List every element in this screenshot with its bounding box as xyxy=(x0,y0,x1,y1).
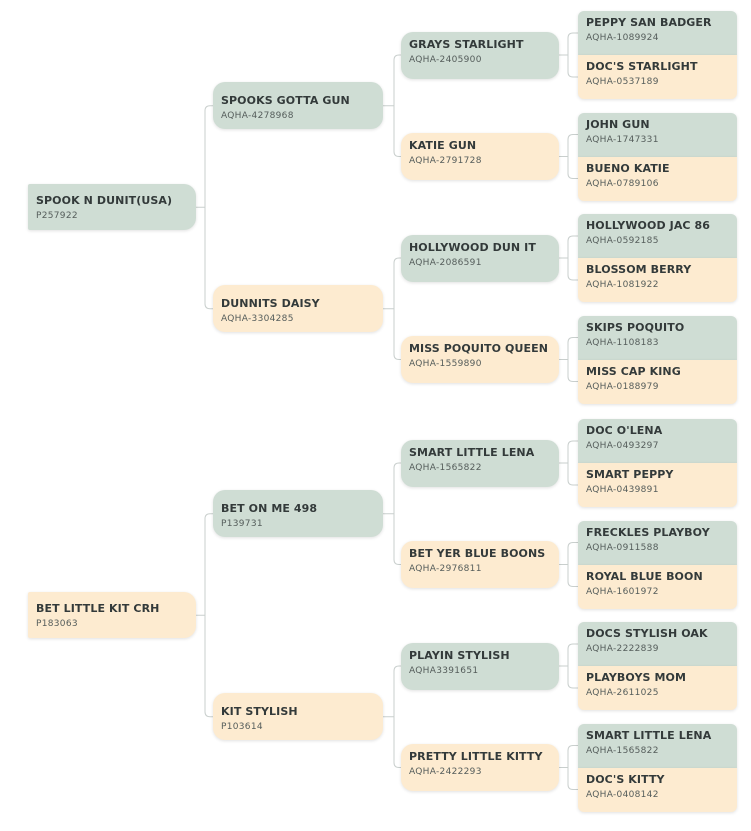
horse-name: DOCS STYLISH OAK xyxy=(586,627,708,640)
parent-sire[interactable]: SPOOKS GOTTA GUN AQHA-4278968 xyxy=(213,82,383,130)
horse-name: KATIE GUN xyxy=(409,139,477,152)
horse-name: ROYAL BLUE BOON xyxy=(586,569,703,583)
horse-name: SPOOK N DUNIT(USA) xyxy=(36,194,173,208)
ancestor-gen4-sire[interactable]: SMART LITTLE LENA AQHA-1565822 xyxy=(578,723,737,768)
horse-name: JOHN GUN xyxy=(586,117,650,131)
registration-number: P183063 xyxy=(36,619,78,630)
horse-name: MISS CAP KING xyxy=(586,364,681,378)
registration-number: AQHA-0537189 xyxy=(586,77,659,87)
ancestor-gen3-sire[interactable]: PLAYIN STYLISH AQHA3391651 xyxy=(401,642,559,690)
registration-number: AQHA-1559890 xyxy=(409,359,482,369)
registration-number: AQHA-0188979 xyxy=(586,381,659,392)
horse-name: KIT STYLISH xyxy=(221,705,298,719)
ancestor-gen3-sire[interactable]: GRAYS STARLIGHT AQHA-2405900 xyxy=(401,31,559,79)
ancestor-gen4-sire[interactable]: DOC O'LENA AQHA-0493297 xyxy=(578,419,737,463)
registration-number: AQHA-2611025 xyxy=(586,688,659,698)
horse-name: HOLLYWOOD JAC 86 xyxy=(586,219,711,232)
ancestor-gen4-sire[interactable]: DOCS STYLISH OAK AQHA-2222839 xyxy=(578,622,737,666)
registration-number: AQHA-1601972 xyxy=(586,586,659,597)
horse-name: HOLLYWOOD DUN IT xyxy=(409,240,536,254)
ancestor-gen4-dam[interactable]: BUENO KATIE AQHA-0789106 xyxy=(578,156,737,201)
horse-name: DOC O'LENA xyxy=(586,424,663,437)
ancestor-gen3-dam[interactable]: BET YER BLUE BOONS AQHA-2976811 xyxy=(401,541,559,588)
horse-name: SMART PEPPY xyxy=(586,468,674,481)
horse-name: SKIPS POQUITO xyxy=(586,320,685,334)
horse-name: FRECKLES PLAYBOY xyxy=(586,525,710,539)
horse-name: PRETTY LITTLE KITTY xyxy=(409,750,543,763)
registration-number: P103614 xyxy=(221,722,263,733)
horse-name: DOC'S STARLIGHT xyxy=(586,60,698,73)
horse-name: DOC'S KITTY xyxy=(586,772,665,786)
registration-number: AQHA-2222839 xyxy=(586,644,659,654)
horse-name: MISS POQUITO QUEEN xyxy=(409,342,549,355)
ancestor-gen4-dam[interactable]: SMART PEPPY AQHA-0439891 xyxy=(578,463,737,507)
registration-number: AQHA-4278968 xyxy=(221,111,294,122)
registration-number: AQHA-1089924 xyxy=(586,33,659,43)
registration-number: AQHA-1747331 xyxy=(586,134,659,145)
horse-name: SMART LITTLE LENA xyxy=(586,728,712,742)
horse-name: PLAYBOYS MOM xyxy=(586,671,687,684)
registration-number: P139731 xyxy=(221,519,263,530)
registration-number: AQHA-2086591 xyxy=(409,257,482,268)
subject-horse[interactable]: SPOOK N DUNIT(USA) P257922 xyxy=(28,184,196,231)
horse-name: BET ON ME 498 xyxy=(221,502,318,516)
registration-number: AQHA-0911588 xyxy=(586,542,659,553)
registration-number: AQHA-2791728 xyxy=(409,156,482,166)
registration-number: AQHA-0493297 xyxy=(586,441,659,451)
ancestor-gen4-dam[interactable]: BLOSSOM BERRY AQHA-1081922 xyxy=(578,258,737,302)
registration-number: AQHA-2405900 xyxy=(409,54,482,65)
ancestor-gen3-sire[interactable]: SMART LITTLE LENA AQHA-1565822 xyxy=(401,439,559,487)
registration-number: P257922 xyxy=(36,211,78,222)
registration-number: AQHA-1081922 xyxy=(586,280,659,290)
ancestor-gen4-sire[interactable]: JOHN GUN AQHA-1747331 xyxy=(578,112,737,157)
registration-number: AQHA-0592185 xyxy=(586,236,659,246)
ancestor-gen4-dam[interactable]: DOC'S KITTY AQHA-0408142 xyxy=(578,767,737,812)
registration-number: AQHA-2422293 xyxy=(409,767,482,777)
registration-number: AQHA-1108183 xyxy=(586,337,659,348)
horse-name: PLAYIN STYLISH xyxy=(409,648,510,662)
parent-dam[interactable]: KIT STYLISH P103614 xyxy=(213,693,383,741)
horse-name: SPOOKS GOTTA GUN xyxy=(221,94,350,108)
registration-number: AQHA-1565822 xyxy=(586,745,659,756)
ancestor-gen4-sire[interactable]: FRECKLES PLAYBOY AQHA-0911588 xyxy=(578,520,737,565)
horse-name: DUNNITS DAISY xyxy=(221,297,320,311)
ancestor-gen4-dam[interactable]: MISS CAP KING AQHA-0188979 xyxy=(578,359,737,404)
ancestor-gen4-sire[interactable]: PEPPY SAN BADGER AQHA-1089924 xyxy=(578,11,737,55)
ancestor-gen3-dam[interactable]: MISS POQUITO QUEEN AQHA-1559890 xyxy=(401,336,559,383)
ancestor-gen3-dam[interactable]: KATIE GUN AQHA-2791728 xyxy=(401,133,559,180)
horse-name: BET LITTLE KIT CRH xyxy=(36,602,160,616)
ancestor-gen4-sire[interactable]: HOLLYWOOD JAC 86 AQHA-0592185 xyxy=(578,214,737,258)
registration-number: AQHA-3304285 xyxy=(221,314,294,325)
ancestor-gen3-sire[interactable]: HOLLYWOOD DUN IT AQHA-2086591 xyxy=(401,234,559,282)
ancestor-gen4-dam[interactable]: PLAYBOYS MOM AQHA-2611025 xyxy=(578,666,737,710)
horse-name: PEPPY SAN BADGER xyxy=(586,16,712,29)
parent-dam[interactable]: DUNNITS DAISY AQHA-3304285 xyxy=(213,285,383,333)
horse-name: BET YER BLUE BOONS xyxy=(409,547,546,560)
horse-name: SMART LITTLE LENA xyxy=(409,445,535,459)
ancestor-gen3-dam[interactable]: PRETTY LITTLE KITTY AQHA-2422293 xyxy=(401,744,559,791)
registration-number: AQHA-2976811 xyxy=(409,564,482,574)
ancestor-gen4-sire[interactable]: SKIPS POQUITO AQHA-1108183 xyxy=(578,315,737,360)
registration-number: AQHA-0408142 xyxy=(586,789,659,800)
registration-number: AQHA-0439891 xyxy=(586,485,659,495)
ancestor-gen4-dam[interactable]: DOC'S STARLIGHT AQHA-0537189 xyxy=(578,55,737,99)
horse-name: BUENO KATIE xyxy=(586,161,670,175)
ancestor-gen4-dam[interactable]: ROYAL BLUE BOON AQHA-1601972 xyxy=(578,564,737,609)
horse-name: GRAYS STARLIGHT xyxy=(409,37,524,51)
subject-horse[interactable]: BET LITTLE KIT CRH P183063 xyxy=(28,592,196,639)
registration-number: AQHA-1565822 xyxy=(409,462,482,473)
registration-number: AQHA-0789106 xyxy=(586,178,659,189)
horse-name: BLOSSOM BERRY xyxy=(586,263,692,276)
registration-number: AQHA3391651 xyxy=(409,665,479,676)
